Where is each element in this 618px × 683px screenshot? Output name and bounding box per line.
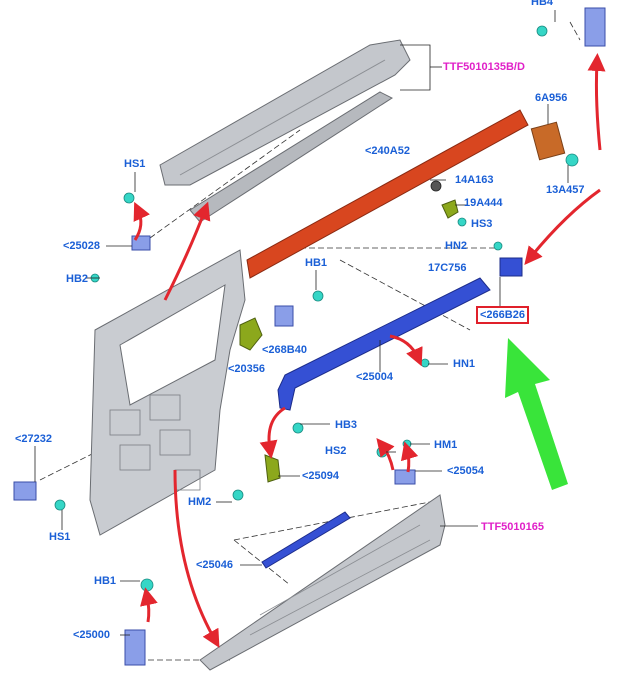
label-25000: <25000 — [73, 629, 111, 641]
blue-bar — [261, 511, 351, 569]
label-19a444: 19A444 — [464, 197, 503, 209]
label-266b26-highlighted: <266B26 — [476, 306, 529, 324]
label-20356: <20356 — [228, 363, 266, 375]
label-6a956: 6A956 — [535, 92, 568, 104]
label-hs3: HS3 — [471, 218, 493, 230]
label-27232: <27232 — [15, 433, 53, 445]
label-hb3: HB3 — [335, 419, 358, 431]
bracket-hb4 — [584, 7, 606, 47]
red-trim-strip — [246, 109, 529, 279]
bracket-25000 — [124, 629, 146, 666]
bracket-25054 — [394, 469, 416, 485]
label-25054: <25054 — [447, 465, 485, 477]
label-hn2: HN2 — [445, 240, 468, 252]
blue-rail — [277, 257, 523, 411]
label-hs1-bottom: HS1 — [49, 531, 71, 543]
label-14a163: 14A163 — [455, 174, 494, 186]
label-ttf5010135: TTF5010135B/D — [443, 61, 525, 73]
label-hs1-top: HS1 — [124, 158, 146, 170]
fasteners — [54, 25, 579, 592]
door-inner-panel — [89, 249, 246, 536]
label-25094: <25094 — [302, 470, 340, 482]
label-240a52: <240A52 — [365, 145, 410, 157]
label-hb2: HB2 — [66, 273, 89, 285]
bracket-27232 — [13, 481, 37, 501]
callout-arrows — [133, 53, 606, 648]
label-hm2: HM2 — [188, 496, 212, 508]
label-hm1: HM1 — [434, 439, 458, 451]
green-bracket-20356 — [239, 317, 263, 351]
green-pad-19a444 — [441, 199, 459, 219]
label-hn1: HN1 — [453, 358, 476, 370]
highlight-arrow — [505, 338, 568, 490]
label-25046: <25046 — [196, 559, 234, 571]
label-13a457: 13A457 — [546, 184, 585, 196]
label-25028: <25028 — [63, 240, 101, 252]
lower-sill-panel — [199, 494, 446, 671]
label-268b40: <268B40 — [262, 344, 307, 356]
orange-pad — [530, 121, 566, 161]
label-hb1-top: HB1 — [305, 257, 328, 269]
label-hs2: HS2 — [325, 445, 347, 457]
label-ttf5010165: TTF5010165 — [481, 521, 544, 533]
label-25004: <25004 — [356, 371, 394, 383]
label-17c756: 17C756 — [428, 262, 467, 274]
label-hb1-bottom: HB1 — [94, 575, 117, 587]
leader-lines — [34, 10, 569, 636]
bracket-268b40 — [274, 305, 294, 327]
label-hb4: HB4 — [531, 0, 554, 8]
green-bracket-25094 — [264, 454, 281, 483]
